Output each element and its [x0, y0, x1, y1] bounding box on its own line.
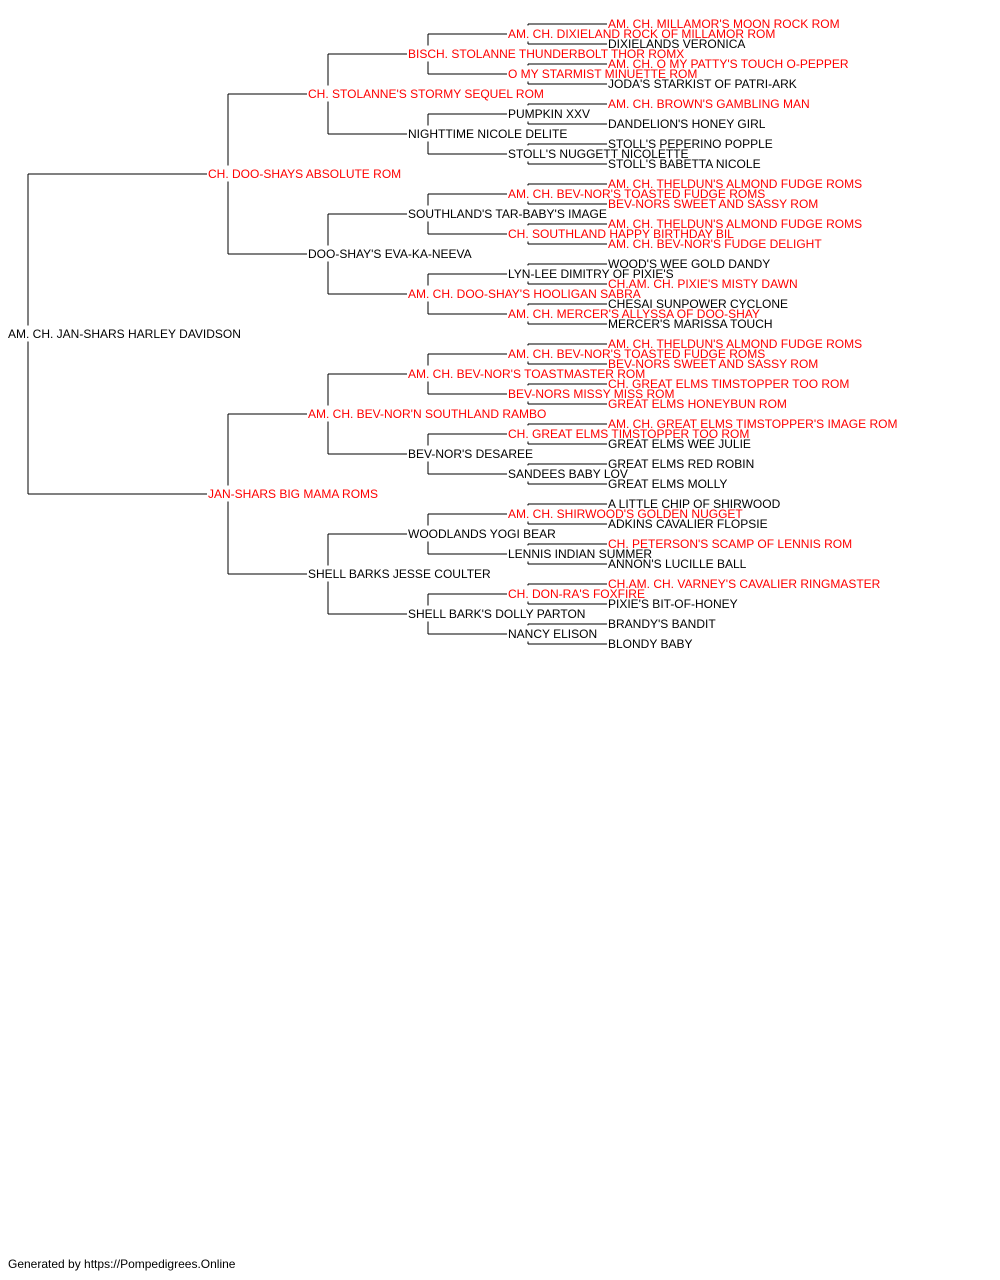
sire-name: CHESAI SUNPOWER CYCLONE: [608, 296, 789, 311]
dam-name: ADKINS CAVALIER FLOPSIE: [608, 516, 768, 531]
dam-name: BLONDY BABY: [608, 636, 693, 651]
dam-name: SHELL BARKS JESSE COULTER: [308, 566, 491, 581]
sire-name: AM. CH. BEV-NOR'S TOASTED FUDGE ROMS: [508, 346, 766, 361]
dam-name: SANDEES BABY LOV: [508, 466, 628, 481]
dam-name: BEV-NORS MISSY MISS ROM: [508, 386, 675, 401]
sire-name: WOOD'S WEE GOLD DANDY: [608, 256, 771, 271]
sire-name: CH. PETERSON'S SCAMP OF LENNIS ROM: [608, 536, 853, 551]
sire-name: BISCH. STOLANNE THUNDERBOLT THOR ROMX: [408, 46, 685, 61]
dam-name: BEV-NOR'S DESAREE: [408, 446, 533, 461]
dam-name: STOLL'S BABETTA NICOLE: [608, 156, 761, 171]
dam-name: JAN-SHARS BIG MAMA ROMS: [208, 486, 379, 501]
sire-name: A LITTLE CHIP OF SHIRWOOD: [608, 496, 781, 511]
dam-name: NIGHTTIME NICOLE DELITE: [408, 126, 568, 141]
subject-dog-name: AM. CH. JAN-SHARS HARLEY DAVIDSON: [8, 326, 241, 341]
dam-name: PIXIE'S BIT-OF-HONEY: [608, 596, 738, 611]
dam-name: CH.AM. CH. PIXIE'S MISTY DAWN: [608, 276, 798, 291]
sire-name: WOODLANDS YOGI BEAR: [408, 526, 556, 541]
sire-name: AM. CH. GREAT ELMS TIMSTOPPER'S IMAGE RO…: [608, 416, 898, 431]
sire-name: BRANDY'S BANDIT: [608, 616, 716, 631]
footer-credit: Generated by https://Pompedigrees.Online: [8, 1257, 236, 1271]
dam-name: DIXIELANDS VERONICA: [608, 36, 746, 51]
sire-name: CH. GREAT ELMS TIMSTOPPER TOO ROM: [508, 426, 750, 441]
sire-name: CH. GREAT ELMS TIMSTOPPER TOO ROM: [608, 376, 850, 391]
sire-name: LYN-LEE DIMITRY OF PIXIE'S: [508, 266, 674, 281]
dam-name: JODA'S STARKIST OF PATRI-ARK: [608, 76, 797, 91]
sire-name: PUMPKIN XXV: [508, 106, 591, 121]
sire-name: SOUTHLAND'S TAR-BABY'S IMAGE: [408, 206, 607, 221]
dam-name: GREAT ELMS WEE JULIE: [608, 436, 751, 451]
dam-name: DANDELION'S HONEY GIRL: [608, 116, 766, 131]
dam-name: AM. CH. DOO-SHAY'S HOOLIGAN SABRA: [408, 286, 641, 301]
dam-name: AM. CH. BEV-NOR'S FUDGE DELIGHT: [608, 236, 822, 251]
sire-name: AM. CH. BEV-NOR'S TOASTMASTER ROM: [408, 366, 646, 381]
dam-name: BEV-NORS SWEET AND SASSY ROM: [608, 196, 819, 211]
sire-name: AM. CH. BEV-NOR'N SOUTHLAND RAMBO: [308, 406, 547, 421]
dam-name: AM. CH. MERCER'S ALLYSSA OF DOO-SHAY: [508, 306, 760, 321]
sire-name: CH. STOLANNE'S STORMY SEQUEL ROM: [308, 86, 544, 101]
sire-name: AM. CH. THELDUN'S ALMOND FUDGE ROMS: [608, 176, 863, 191]
dam-name: O MY STARMIST MINUETTE ROM: [508, 66, 698, 81]
dam-name: STOLL'S NUGGETT NICOLETTE: [508, 146, 689, 161]
dam-name: NANCY ELISON: [508, 626, 598, 641]
dam-name: GREAT ELMS MOLLY: [608, 476, 728, 491]
sire-name: AM. CH. THELDUN'S ALMOND FUDGE ROMS: [608, 336, 863, 351]
sire-name: AM. CH. O MY PATTY'S TOUCH O-PEPPER: [608, 56, 849, 71]
sire-name: GREAT ELMS RED ROBIN: [608, 456, 755, 471]
sire-name: AM. CH. BROWN'S GAMBLING MAN: [608, 96, 810, 111]
dam-name: SHELL BARK'S DOLLY PARTON: [408, 606, 586, 621]
sire-name: CH.AM. CH. VARNEY'S CAVALIER RINGMASTER: [608, 576, 881, 591]
dam-name: DOO-SHAY'S EVA-KA-NEEVA: [308, 246, 472, 261]
sire-name: AM. CH. SHIRWOOD'S GOLDEN NUGGET: [508, 506, 743, 521]
sire-name: CH. DOO-SHAYS ABSOLUTE ROM: [208, 166, 402, 181]
dam-name: GREAT ELMS HONEYBUN ROM: [608, 396, 787, 411]
sire-name: AM. CH. THELDUN'S ALMOND FUDGE ROMS: [608, 216, 863, 231]
dam-name: CH. SOUTHLAND HAPPY BIRTHDAY BIL: [508, 226, 734, 241]
dam-name: BEV-NORS SWEET AND SASSY ROM: [608, 356, 819, 371]
sire-name: AM. CH. MILLAMOR'S MOON ROCK ROM: [608, 16, 840, 31]
sire-name: AM. CH. BEV-NOR'S TOASTED FUDGE ROMS: [508, 186, 766, 201]
sire-name: STOLL'S PEPERINO POPPLE: [608, 136, 773, 151]
dam-name: LENNIS INDIAN SUMMER: [508, 546, 653, 561]
dam-name: MERCER'S MARISSA TOUCH: [608, 316, 773, 331]
sire-name: AM. CH. DIXIELAND ROCK OF MILLAMOR ROM: [508, 26, 776, 41]
dam-name: ANNON'S LUCILLE BALL: [608, 556, 747, 571]
sire-name: CH. DON-RA'S FOXFIRE: [508, 586, 645, 601]
